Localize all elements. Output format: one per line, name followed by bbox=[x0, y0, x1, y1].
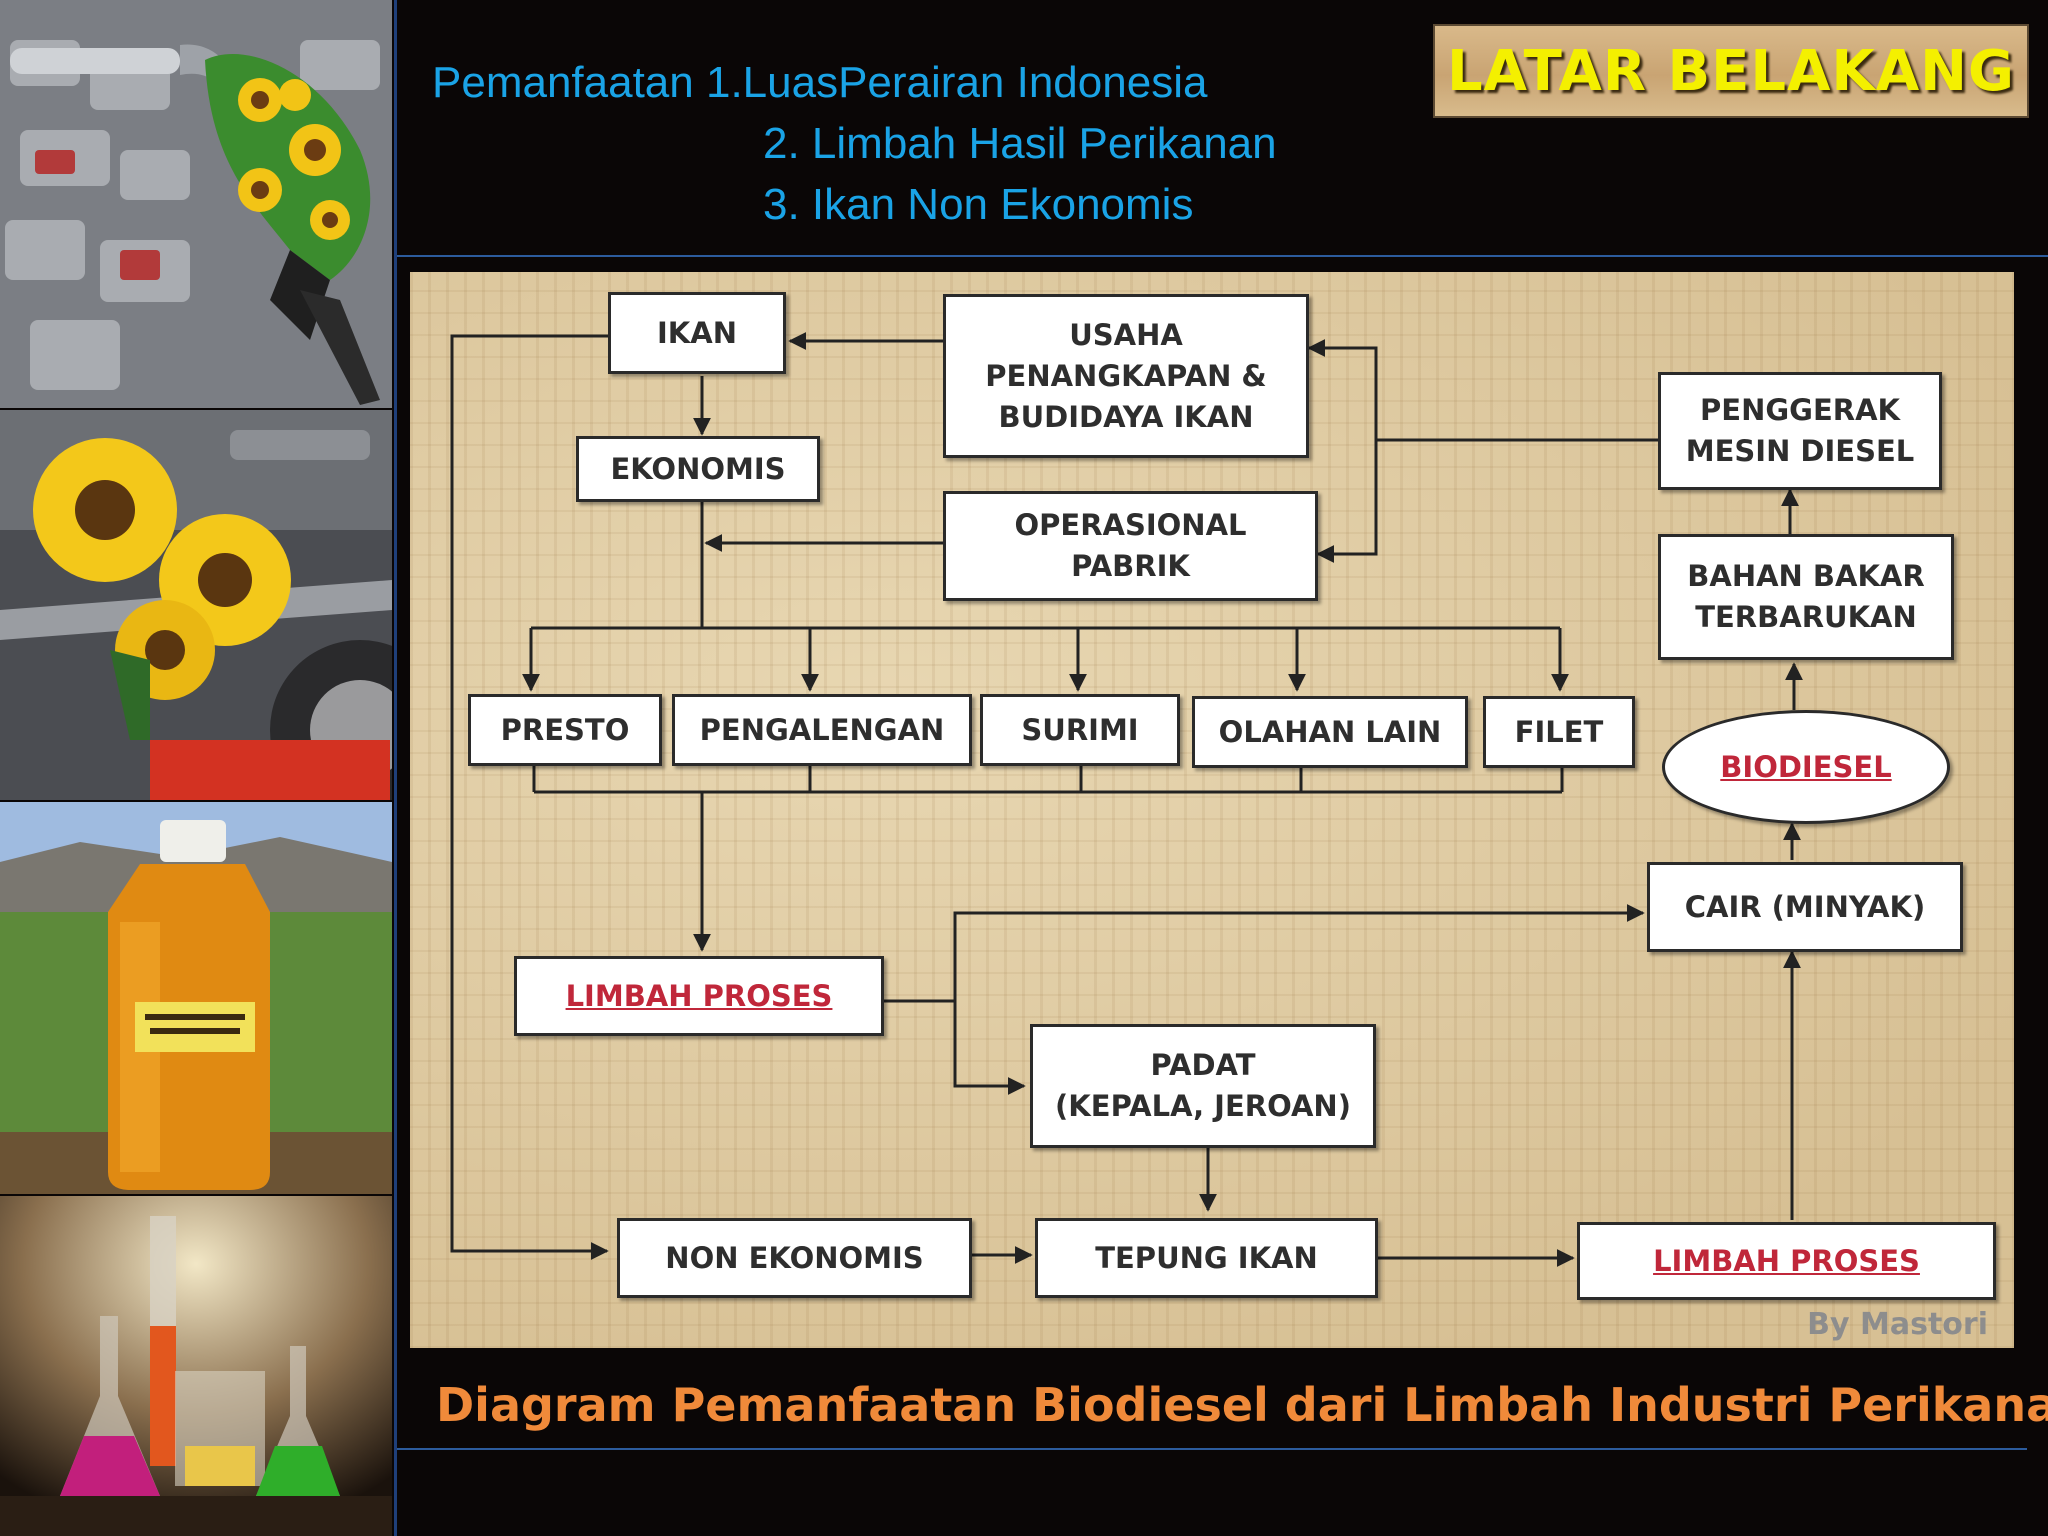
node-cair-minyak: CAIR (MINYAK) bbox=[1647, 862, 1963, 952]
node-pengalengan: PENGALENGAN bbox=[672, 694, 972, 766]
arrow-to-operasional bbox=[1316, 440, 1378, 563]
node-olahan-lain: OLAHAN LAIN bbox=[1192, 696, 1468, 768]
node-surimi-label: SURIMI bbox=[1021, 712, 1139, 747]
arrow-to-usaha bbox=[1307, 339, 1378, 440]
arrow-ikan-to-non-ekonomis bbox=[450, 334, 609, 1260]
header-subtitle: Pemanfaatan 1.LuasPerairan Indonesia 2. … bbox=[432, 52, 1277, 235]
left-divider-line bbox=[394, 0, 397, 1536]
header-divider-line bbox=[397, 255, 2048, 257]
latar-belakang-badge: LATAR BELAKANG bbox=[1433, 24, 2029, 118]
node-pengalengan-label: PENGALENGAN bbox=[699, 712, 945, 747]
node-ikan-label: IKAN bbox=[657, 315, 737, 350]
node-olahan-lain-label: OLAHAN LAIN bbox=[1218, 714, 1442, 749]
node-bahan-bakar-line-2: TERBARUKAN bbox=[1695, 600, 1917, 634]
flow-diagram: IKAN USAHA PENANGKAPAN & BUDIDAYA IKAN E… bbox=[410, 272, 2014, 1348]
node-usaha-line-2: PENANGKAPAN & bbox=[985, 358, 1267, 393]
badge-label: LATAR BELAKANG bbox=[1446, 38, 2015, 104]
node-operasional-line-2: PABRIK bbox=[1071, 549, 1190, 583]
node-padat-line-1: PADAT bbox=[1150, 1048, 1256, 1082]
node-non-ekonomis-label: NON EKONOMIS bbox=[665, 1240, 924, 1275]
sunflower-car-photo bbox=[0, 410, 392, 800]
node-penggerak-line-1: PENGGERAK bbox=[1700, 393, 1900, 427]
node-tepung-ikan: TEPUNG IKAN bbox=[1035, 1218, 1378, 1298]
node-surimi: SURIMI bbox=[980, 694, 1180, 766]
node-limbah-proses-1: LIMBAH PROSES bbox=[514, 956, 884, 1036]
node-limbah-proses-2-label: LIMBAH PROSES bbox=[1653, 1243, 1920, 1278]
node-cair-label: CAIR (MINYAK) bbox=[1684, 889, 1926, 924]
node-bahan-bakar-terbarukan: BAHAN BAKAR TERBARUKAN bbox=[1658, 534, 1954, 660]
node-non-ekonomis: NON EKONOMIS bbox=[617, 1218, 972, 1298]
node-presto: PRESTO bbox=[468, 694, 662, 766]
node-penggerak-line-2: MESIN DIESEL bbox=[1685, 434, 1915, 468]
footer-divider-line bbox=[397, 1448, 2027, 1450]
lab-flasks-photo bbox=[0, 1196, 392, 1536]
node-padat: PADAT (KEPALA, JEROAN) bbox=[1030, 1024, 1376, 1148]
node-padat-line-2: (KEPALA, JEROAN) bbox=[1055, 1089, 1351, 1123]
arrow-to-cair bbox=[953, 904, 1645, 1001]
node-filet: FILET bbox=[1483, 696, 1635, 768]
arrow-to-padat bbox=[953, 1001, 1026, 1095]
node-biodiesel-label: BIODIESEL bbox=[1720, 749, 1892, 784]
node-ekonomis: EKONOMIS bbox=[576, 436, 820, 502]
node-limbah-proses-1-label: LIMBAH PROSES bbox=[565, 978, 833, 1013]
node-usaha-line-3: BUDIDAYA IKAN bbox=[998, 399, 1254, 434]
node-usaha-penangkapan: USAHA PENANGKAPAN & BUDIDAYA IKAN bbox=[943, 294, 1309, 458]
node-usaha-line-1: USAHA bbox=[1069, 317, 1183, 352]
node-ikan: IKAN bbox=[608, 292, 786, 374]
node-operasional-line-1: OPERASIONAL bbox=[1014, 508, 1247, 542]
biodiesel-bottle-photo bbox=[0, 802, 392, 1194]
subtitle-line-2: 2. Limbah Hasil Perikanan bbox=[763, 119, 1277, 168]
node-limbah-proses-2: LIMBAH PROSES bbox=[1577, 1222, 1996, 1300]
subtitle-line-3: 3. Ikan Non Ekonomis bbox=[763, 180, 1194, 229]
node-filet-label: FILET bbox=[1514, 714, 1604, 749]
diagram-credit: By Mastori bbox=[1807, 1307, 1988, 1342]
diagram-connectors bbox=[450, 332, 1803, 1267]
node-biodiesel: BIODIESEL bbox=[1662, 710, 1950, 824]
node-tepung-ikan-label: TEPUNG IKAN bbox=[1095, 1240, 1318, 1275]
subtitle-line-1: Pemanfaatan 1.LuasPerairan Indonesia bbox=[432, 58, 1208, 107]
fuel-nozzle-photo bbox=[0, 0, 392, 408]
node-operasional-pabrik: OPERASIONAL PABRIK bbox=[943, 491, 1318, 601]
node-ekonomis-label: EKONOMIS bbox=[610, 451, 786, 486]
diagram-caption: Diagram Pemanfaatan Biodiesel dari Limba… bbox=[436, 1378, 2048, 1432]
node-penggerak-mesin-diesel: PENGGERAK MESIN DIESEL bbox=[1658, 372, 1942, 490]
node-presto-label: PRESTO bbox=[500, 712, 630, 747]
node-bahan-bakar-line-1: BAHAN BAKAR bbox=[1687, 559, 1925, 593]
